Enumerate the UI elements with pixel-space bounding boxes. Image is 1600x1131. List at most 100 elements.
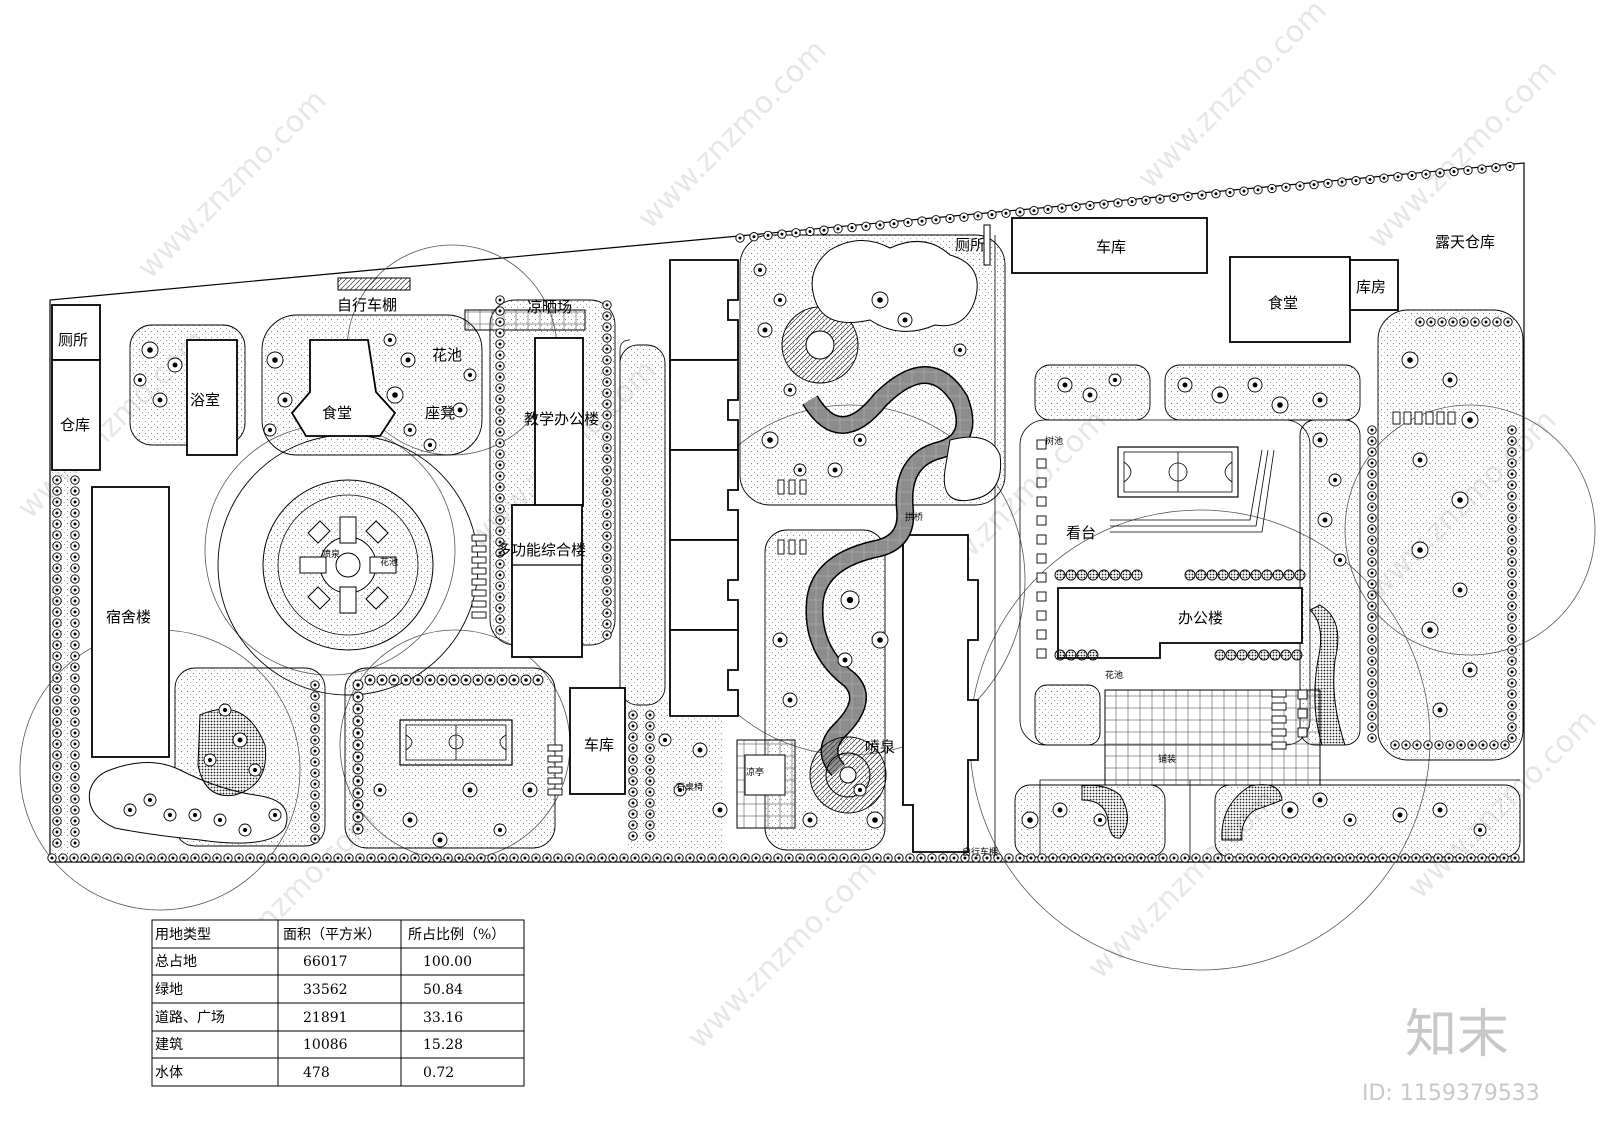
tree-icon <box>927 853 937 863</box>
table-cell: 道路、广场 <box>155 1010 225 1026</box>
tree-icon <box>1367 601 1377 611</box>
tree-icon <box>1272 569 1284 581</box>
tree-icon <box>850 853 860 863</box>
tree-icon <box>602 311 612 321</box>
tree-icon <box>352 751 364 763</box>
label-storeroom: 库房 <box>1356 278 1386 296</box>
tree-icon <box>70 695 80 705</box>
tree-icon <box>1052 802 1068 818</box>
tree-icon <box>791 228 801 238</box>
tree-icon <box>861 221 871 231</box>
tree-icon <box>496 674 508 686</box>
tree-icon <box>1367 590 1377 600</box>
tree-icon <box>423 438 437 452</box>
tree-icon <box>1271 396 1289 414</box>
tree-icon <box>751 853 761 863</box>
table-cell: 478 <box>303 1065 330 1081</box>
tree-icon <box>1367 513 1377 523</box>
tree-icon <box>52 530 62 540</box>
tree-icon <box>352 715 364 727</box>
tree-icon <box>1415 317 1425 327</box>
tree-icon <box>1280 649 1292 661</box>
small-square <box>1036 477 1047 488</box>
small-square <box>471 578 487 586</box>
tree-icon <box>729 853 739 863</box>
tree-icon <box>310 812 320 822</box>
small-square <box>1414 411 1423 425</box>
tree-symbols <box>47 161 1520 863</box>
tree-icon <box>70 629 80 639</box>
tree-icon <box>602 608 612 618</box>
tree-icon <box>495 339 505 349</box>
tree-icon <box>1507 645 1517 655</box>
tree-icon <box>1235 853 1245 863</box>
tree-icon <box>266 351 284 369</box>
tree-icon <box>1247 377 1263 393</box>
label-canteen-e: 食堂 <box>1268 294 1298 312</box>
tree-icon <box>757 322 773 338</box>
tree-icon <box>70 816 80 826</box>
tree-icon <box>1390 740 1400 750</box>
tree-icon <box>1507 612 1517 622</box>
stepped-building-5 <box>669 629 739 717</box>
tree-icon <box>1461 411 1479 429</box>
tree-icon <box>1507 458 1517 468</box>
tree-icon <box>1076 649 1088 661</box>
tree-icon <box>1294 569 1306 581</box>
tree-icon <box>602 322 612 332</box>
tree-icon <box>1202 853 1212 863</box>
tree-icon <box>123 803 137 817</box>
tree-icon <box>1301 853 1311 863</box>
tree-icon <box>495 394 505 404</box>
tree-icon <box>1258 649 1270 661</box>
tree-icon <box>70 519 80 529</box>
land-use-table: 用地类型 面积（平方米） 所占比例（%） 总占地 66017 100.00 绿地… <box>151 919 525 1087</box>
tree-icon <box>212 853 222 863</box>
tree-icon <box>619 853 629 863</box>
tree-icon <box>685 853 695 863</box>
tree-icon <box>628 710 638 720</box>
tree-icon <box>1448 317 1458 327</box>
tree-icon <box>443 853 453 863</box>
tree-icon <box>400 352 416 368</box>
tree-icon <box>52 673 62 683</box>
small-square <box>471 534 487 542</box>
label-toilet-w: 厕所 <box>58 331 88 349</box>
label-bath: 浴室 <box>190 391 220 409</box>
tree-icon <box>168 853 178 863</box>
tree-icon <box>1065 649 1077 661</box>
table-header-area: 面积（平方米） <box>283 927 381 943</box>
tree-icon <box>802 812 818 828</box>
tree-icon <box>1367 645 1377 655</box>
tree-icon <box>1407 170 1417 181</box>
tree-icon <box>1367 447 1377 457</box>
tree-icon <box>763 230 773 241</box>
tree-icon <box>70 794 80 804</box>
tree-icon <box>1459 317 1469 327</box>
tree-icon <box>1452 582 1468 598</box>
small-square <box>1297 727 1308 738</box>
tree-icon <box>839 853 849 863</box>
table-cell: 绿地 <box>155 982 183 998</box>
tree-icon <box>1191 853 1201 863</box>
tree-icon <box>1435 168 1445 178</box>
tree-icon <box>70 761 80 771</box>
tree-icon <box>70 497 80 507</box>
small-square <box>1036 629 1047 640</box>
tree-icon <box>1433 853 1443 863</box>
tree-icon <box>1367 557 1377 567</box>
tree-icon <box>784 853 794 863</box>
tree-icon <box>628 776 638 786</box>
stepped-building-4 <box>669 539 739 631</box>
tree-icon <box>80 853 90 863</box>
tree-icon <box>602 575 612 585</box>
tree-icon <box>52 717 62 727</box>
tree-icon <box>645 809 655 819</box>
tree-icon <box>310 724 320 734</box>
tree-icon <box>70 783 80 793</box>
tree-icon <box>352 679 364 691</box>
tree-icon <box>495 581 505 591</box>
tree-icon <box>476 853 486 863</box>
tree-icon <box>52 772 62 782</box>
tree-icon <box>498 853 508 863</box>
